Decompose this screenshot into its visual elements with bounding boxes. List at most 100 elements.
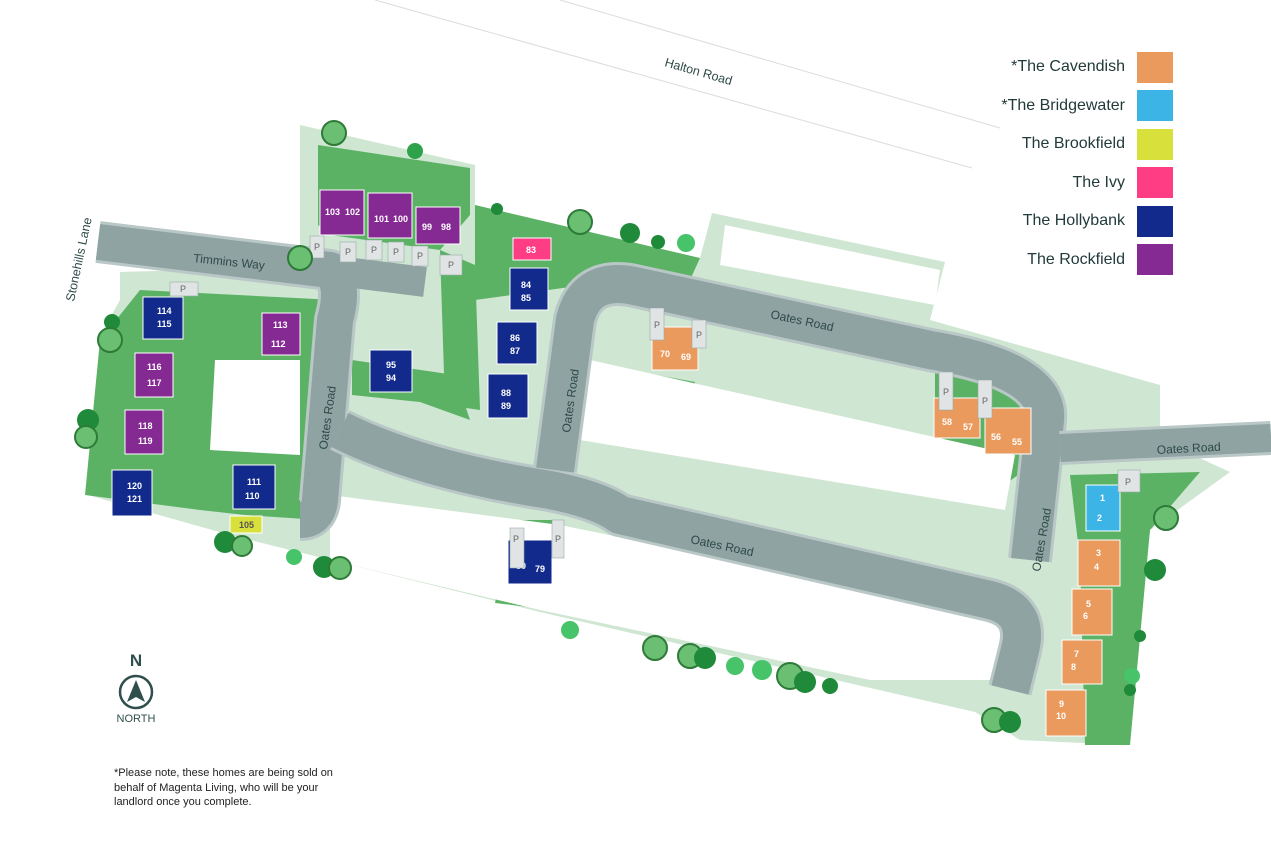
svg-text:88: 88 [501,388,511,398]
legend-label: *The Cavendish [1011,58,1125,76]
svg-text:94: 94 [386,373,396,383]
north-letter: N [129,651,143,670]
svg-text:P: P [696,330,702,340]
legend-item-hollybank: The Hollybank [1001,202,1173,241]
plot-1-2[interactable]: 1 2 [1085,484,1121,532]
plot-9-10[interactable]: 9 10 [1045,689,1087,737]
footnote: *Please note, these homes are being sold… [114,767,333,808]
svg-text:P: P [448,260,454,270]
svg-text:83: 83 [526,245,536,255]
svg-text:105: 105 [239,520,254,530]
plot-113-112[interactable]: 113 112 [261,312,301,356]
housing-blocks [210,225,1015,680]
plot-120-121[interactable]: 120 121 [111,469,153,517]
svg-text:99: 99 [422,222,432,232]
road-network [95,221,1271,696]
svg-text:P: P [417,251,423,261]
legend-swatch [1137,128,1173,160]
plot-84-85[interactable]: 84 85 [509,267,549,311]
svg-text:P: P [982,396,988,406]
svg-text:116: 116 [147,362,162,372]
svg-text:10: 10 [1056,711,1066,721]
legend-label: The Brookfield [1021,135,1125,153]
legend-item-bridgewater: *The Bridgewater [1001,87,1173,126]
svg-text:121: 121 [127,494,142,504]
svg-text:103: 103 [325,207,340,217]
legend-label: *The Bridgewater [1001,96,1125,114]
svg-text:P: P [555,534,561,544]
plot-99-98[interactable]: 99 98 [415,206,461,245]
plot-56-55[interactable]: 56 55 [984,407,1032,455]
svg-text:87: 87 [510,346,520,356]
road-label-stonehills: Stonehills Lane [63,216,94,303]
plot-105[interactable]: 105 [229,515,263,534]
svg-text:115: 115 [157,319,172,329]
svg-text:98: 98 [441,222,451,232]
legend-swatch [1137,90,1173,122]
plot-83[interactable]: 83 [512,237,552,261]
svg-text:101: 101 [374,214,389,224]
svg-text:89: 89 [501,401,511,411]
svg-text:P: P [345,247,351,257]
legend-label: The Rockfield [1027,250,1125,268]
plot-86-87[interactable]: 86 87 [496,321,538,365]
road-label-oates-east: Oates Road [1156,440,1221,457]
svg-text:6: 6 [1083,611,1088,621]
svg-text:84: 84 [521,280,531,290]
svg-text:3: 3 [1096,548,1101,558]
svg-text:P: P [314,242,320,252]
svg-text:100: 100 [393,214,408,224]
plot-3-4[interactable]: 3 4 [1077,539,1121,587]
svg-text:P: P [371,245,377,255]
legend-item-cavendish: *The Cavendish [1001,48,1173,87]
svg-text:8: 8 [1071,662,1076,672]
legend-item-ivy: The Ivy [1001,164,1173,203]
svg-text:113: 113 [273,320,288,330]
svg-text:5: 5 [1086,599,1091,609]
svg-text:P: P [180,284,186,294]
svg-text:112: 112 [271,339,286,349]
trees [74,120,1179,733]
svg-text:118: 118 [138,421,153,431]
svg-text:P: P [513,534,519,544]
svg-text:102: 102 [345,207,360,217]
svg-text:P: P [654,320,660,330]
svg-text:111: 111 [247,477,261,487]
plot-103-102[interactable]: 103 102 [319,189,365,236]
svg-text:119: 119 [138,436,153,446]
plot-88-89[interactable]: 88 89 [487,373,529,419]
plot-111-110[interactable]: 111 110 [232,464,276,510]
svg-text:120: 120 [127,481,142,491]
plot-114-115[interactable]: 114 115 [142,296,184,340]
svg-text:P: P [393,247,399,257]
legend-swatch [1137,244,1173,276]
svg-text:114: 114 [157,306,172,316]
svg-text:86: 86 [510,333,520,343]
svg-text:7: 7 [1074,649,1079,659]
legend: *The Cavendish *The Bridgewater The Broo… [1001,48,1173,279]
svg-text:117: 117 [147,378,162,388]
svg-text:55: 55 [1012,437,1022,447]
svg-text:4: 4 [1094,562,1099,572]
svg-text:1: 1 [1100,493,1105,503]
svg-text:58: 58 [942,417,952,427]
legend-label: The Ivy [1072,173,1125,191]
parking-labels: P P P P P P P P P P P P P P [180,242,1131,544]
north-arrow-icon [118,674,154,710]
svg-text:P: P [1125,477,1131,487]
plot-5-6[interactable]: 5 6 [1071,588,1113,636]
plot-7-8[interactable]: 7 8 [1061,639,1103,685]
plot-116-117[interactable]: 116 117 [134,352,174,398]
legend-swatch [1137,167,1173,199]
parking-bays [169,235,1141,569]
svg-text:70: 70 [660,349,670,359]
svg-text:85: 85 [521,293,531,303]
legend-label: The Hollybank [1022,212,1125,230]
svg-text:56: 56 [991,432,1001,442]
plot-101-100[interactable]: 101 100 [367,192,413,239]
legend-swatch [1137,51,1173,83]
svg-text:57: 57 [963,422,973,432]
plot-95-94[interactable]: 95 94 [369,349,413,393]
plot-118-119[interactable]: 118 119 [124,409,164,455]
